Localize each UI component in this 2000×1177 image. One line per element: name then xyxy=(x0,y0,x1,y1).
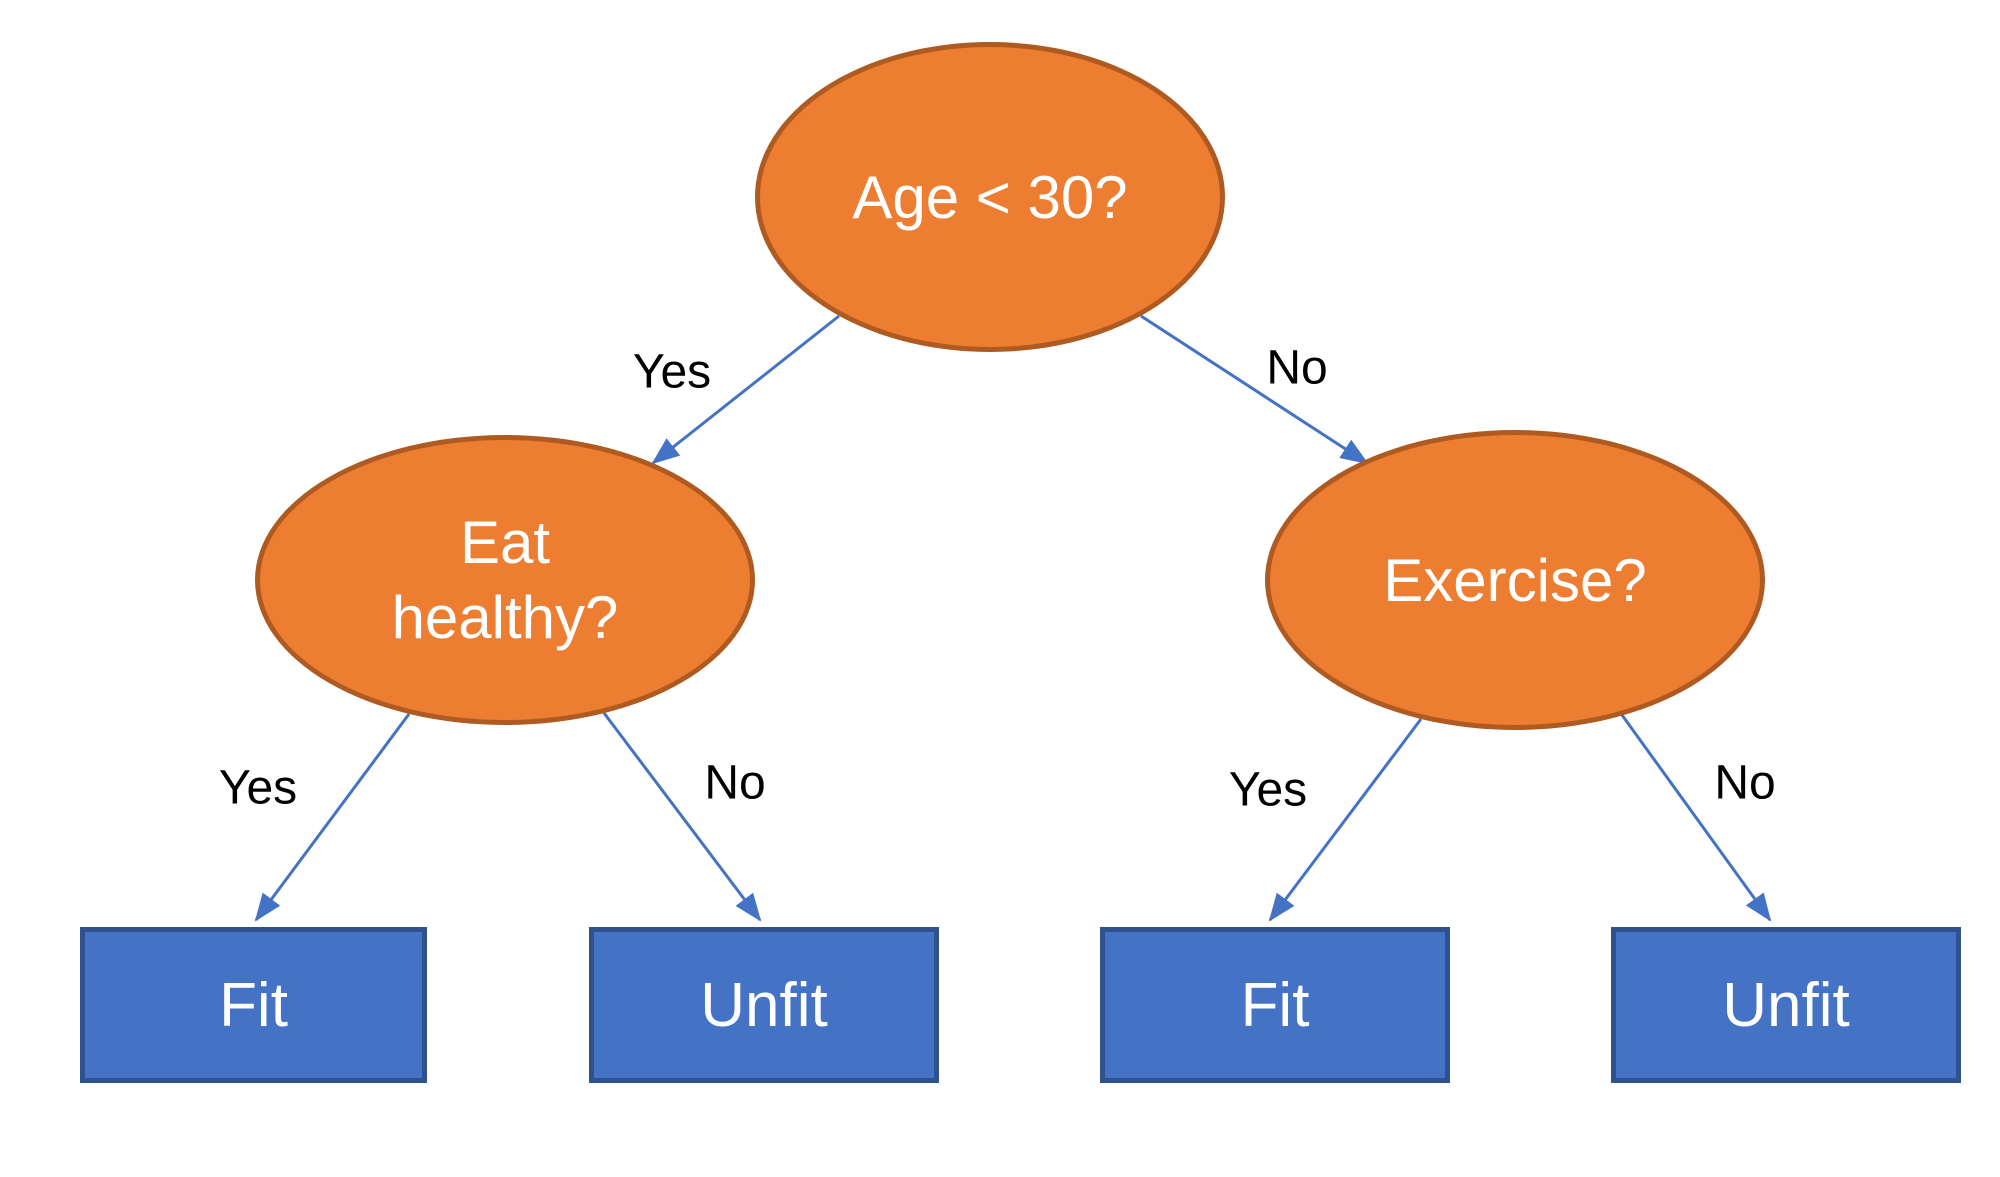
node-age-question: Age < 30? xyxy=(755,42,1225,352)
edge-label-age-yes: Yes xyxy=(632,345,712,399)
node-fit-right-label: Fit xyxy=(1240,970,1310,1040)
node-unfit-right-label: Unfit xyxy=(1722,970,1850,1040)
edge-eat-healthy-to-fit xyxy=(254,713,411,922)
node-exercise-label: Exercise? xyxy=(1383,546,1647,614)
edge-age-to-eat-healthy xyxy=(651,314,840,465)
edge-eat-healthy-to-unfit xyxy=(602,712,762,922)
node-fit-left-label: Fit xyxy=(219,970,288,1040)
edge-exercise-to-fit xyxy=(1268,718,1423,922)
node-unfit-left-label: Unfit xyxy=(700,970,828,1040)
node-fit-left: Fit xyxy=(80,927,427,1083)
edge-exercise-to-unfit xyxy=(1620,714,1772,922)
edge-label-exercise-no: No xyxy=(1714,756,1776,810)
node-exercise-question: Exercise? xyxy=(1265,430,1765,730)
edge-age-to-exercise xyxy=(1140,314,1369,465)
edge-label-eat-healthy-yes: Yes xyxy=(218,761,298,815)
edge-label-exercise-yes: Yes xyxy=(1228,763,1308,817)
node-unfit-left: Unfit xyxy=(589,927,939,1083)
edge-label-age-no: No xyxy=(1266,341,1328,395)
node-age-label: Age < 30? xyxy=(852,163,1128,231)
node-unfit-right: Unfit xyxy=(1611,927,1961,1083)
node-fit-right: Fit xyxy=(1100,927,1450,1083)
node-eat-healthy-question: Eat healthy? xyxy=(255,435,755,725)
edge-label-eat-healthy-no: No xyxy=(704,756,766,810)
node-eat-healthy-label: Eat healthy? xyxy=(391,509,619,651)
